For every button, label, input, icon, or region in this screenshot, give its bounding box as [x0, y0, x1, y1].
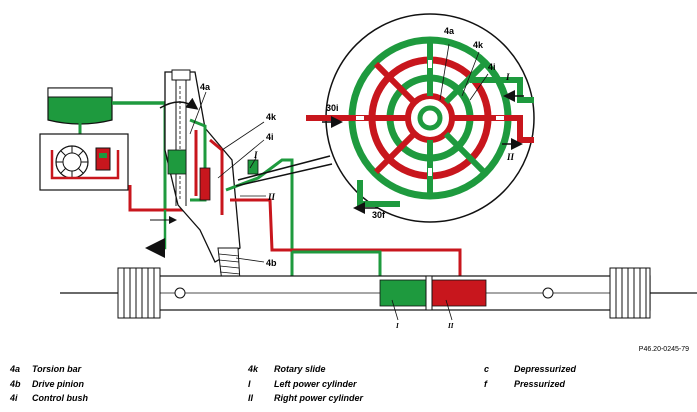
label-cylinder-chamber-left: I [395, 322, 399, 330]
detail-label-control-bush: 4i [488, 62, 496, 72]
legend-item: 4b Drive pinion [10, 377, 88, 392]
label-torsion-bar: 4a [200, 82, 211, 92]
steering-valve-housing [159, 69, 241, 283]
legend-key: f [484, 378, 487, 389]
oil-reservoir [47, 87, 165, 134]
legend-column-3: c Depressurized f Pressurized [484, 362, 576, 391]
rotary-valve-detail [306, 13, 535, 223]
legend-text: Control bush [32, 393, 88, 403]
legend-key: 4k [248, 364, 259, 374]
label-control-bush: 4i [266, 132, 274, 142]
label-pressurized-line: 30f [372, 210, 386, 220]
detail-label-right-cylinder: II [506, 152, 515, 162]
steering-gear-diagram: 4a 4k 4i I II 4b 4a 4k 4i I II 30i 30f I… [39, 13, 697, 330]
legend-item: 4i Control bush [10, 391, 88, 406]
right-power-cylinder-chamber [429, 279, 487, 307]
legend-text: Pressurized [514, 378, 566, 389]
label-drive-pinion: 4b [266, 258, 277, 268]
legend-item: 4a Torsion bar [10, 362, 88, 377]
rack-housing [60, 267, 697, 319]
detail-label-left-cylinder: I [505, 72, 510, 82]
legend-text: Torsion bar [32, 364, 82, 374]
detail-label-rotary-slide: 4k [473, 40, 484, 50]
legend-key: 4i [10, 393, 18, 403]
legend-column-2: 4k Rotary slide I Left power cylinder II Ri… [248, 362, 363, 406]
legend-column-1: 4a Torsion bar 4b Drive pinion 4i Control b… [10, 362, 88, 406]
label-cylinder-chamber-right: II [447, 322, 454, 330]
legend-item: II Right power cylinder [248, 391, 363, 406]
legend-item: 4k Rotary slide [248, 362, 363, 377]
detail-label-torsion-bar: 4a [444, 26, 455, 36]
legend-key: 4a [10, 364, 21, 374]
legend-item: c Depressurized [484, 362, 576, 377]
legend-key: 4b [10, 378, 21, 389]
hydraulic-lines [225, 158, 462, 290]
label-rotary-slide: 4k [266, 112, 277, 122]
legend-key: II [248, 393, 254, 403]
label-depressurized-line: 30i [326, 103, 339, 113]
legend-item: f Pressurized [484, 377, 576, 392]
legend-item: I Left power cylinder [248, 377, 363, 392]
left-power-cylinder-chamber [379, 279, 429, 307]
figure-reference: P46.20-0245-79 [638, 346, 689, 353]
legend-text: Drive pinion [32, 378, 85, 389]
legend-text: Depressurized [514, 364, 577, 374]
label-right-cylinder: II [267, 192, 276, 202]
legend-text: Rotary slide [274, 364, 326, 374]
legend-text: Right power cylinder [274, 393, 364, 403]
legend-key: I [248, 378, 251, 389]
power-steering-pump [39, 133, 129, 191]
legend-text: Left power cylinder [274, 378, 357, 389]
label-left-cylinder: I [253, 150, 258, 160]
legend-key: c [484, 364, 490, 374]
